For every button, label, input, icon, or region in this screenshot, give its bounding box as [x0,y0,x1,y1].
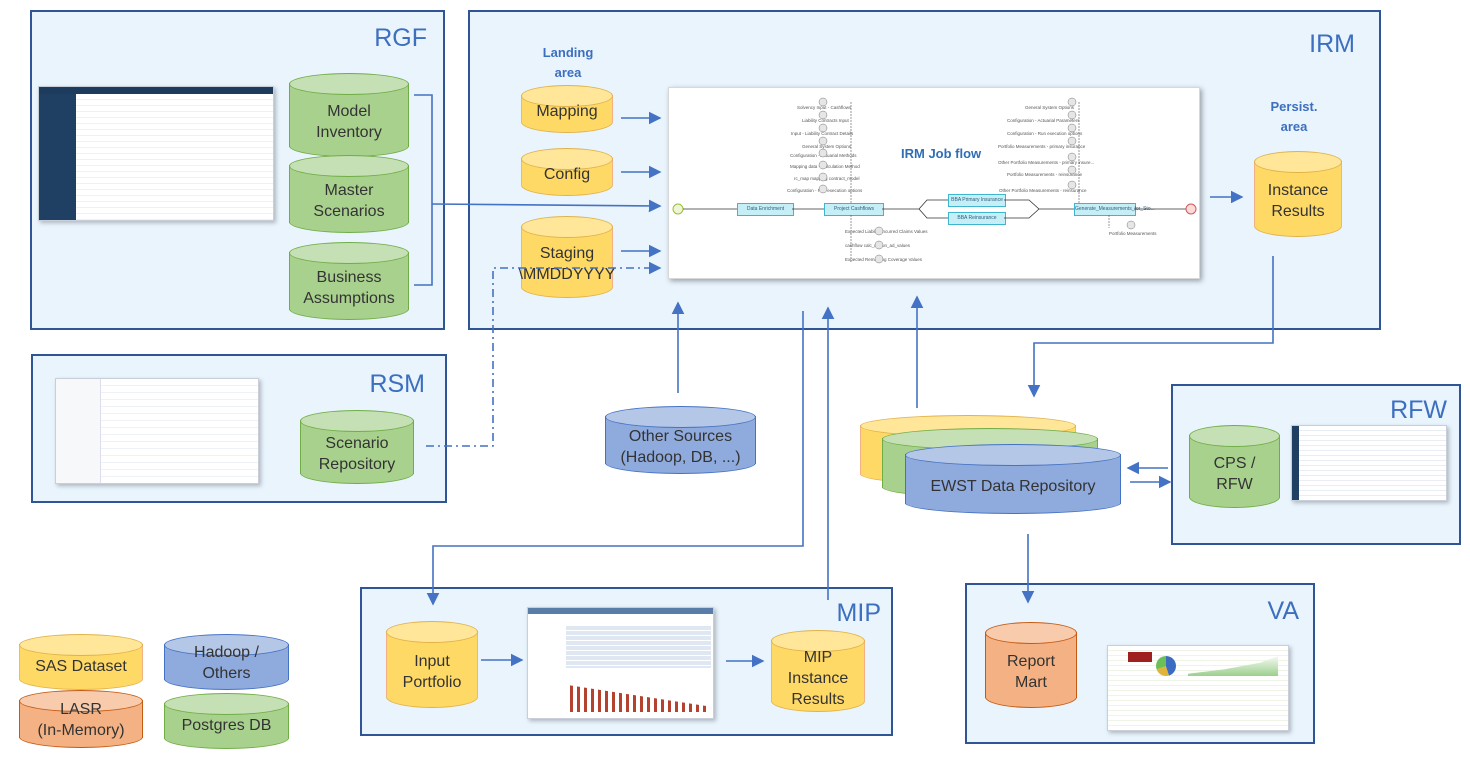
rgf-title: RGF [374,24,427,52]
flow-input-right: Other Portfolio Measurements - reinsuran… [999,188,1087,193]
master-scenarios-db: Master Scenarios [289,155,409,233]
instance-results-db: Instance Results [1254,151,1342,237]
other-sources-db: Other Sources (Hadoop, DB, ...) [605,406,756,474]
mip-screenshot [527,607,714,719]
cps-rfw-db: CPS / RFW [1189,425,1280,508]
rgf-screenshot [38,86,274,221]
irm-title: IRM [1309,30,1355,58]
rsm-screenshot [55,378,259,484]
report-mart-db: Report Mart [985,622,1077,708]
input-portfolio-db: Input Portfolio [386,621,478,708]
flow-input-right: Portfolio Measurements - reinsurance [1007,172,1083,177]
business-assumptions-db: Business Assumptions [289,242,409,320]
rfw-title: RFW [1390,396,1447,424]
flow-input-left: Liability Contracts Input [802,118,849,123]
flow-input-left: Input - Liability Contract Details [791,131,854,136]
rsm-title: RSM [369,370,425,398]
other-sources-label: Other Sources (Hadoop, DB, ...) [620,428,741,466]
model-inventory-label: Model Inventory [316,103,382,141]
legend-hadoop-others-label: Hadoop / Others [194,644,259,682]
staging-db: Staging \MMDDYYYY [518,216,616,298]
flow-connectors [672,97,1197,264]
scenario-repository-db: Scenario Repository [300,410,414,484]
staging-label: Staging \MMDDYYYY [518,245,616,283]
legend-postgres-db: Postgres DB [164,693,289,749]
flow-input-right: Configuration - Actuarial Parameters [1007,118,1080,123]
va-screenshot [1107,645,1289,731]
config-label: Config [543,165,591,183]
mip-title: MIP [836,599,881,627]
flow-input-right: Portfolio Measurements - primary insuran… [998,144,1086,149]
scenario-repository-label: Scenario Repository [318,435,396,473]
input-portfolio-label: Input Portfolio [402,652,462,691]
business-assumptions-label: Business Assumptions [303,269,395,307]
flow-input-left: Solvency Input - Cashflows [797,105,852,110]
flow-input-left: General System Options [802,144,852,149]
master-scenarios-label: Master Scenarios [313,182,385,220]
flow-node-bba-reinsurance: BBA Reinsurance [948,212,1006,225]
flow-output-right: Portfolio Measurements [1109,231,1157,236]
persist-area-label: Persist. area [1270,99,1318,134]
cps-rfw-label: CPS / RFW [1213,454,1256,493]
irm-job-flow-title: IRM Job flow [901,146,982,161]
flow-input-right: Configuration - Run execution options [1007,131,1083,136]
legend-postgres-db-label: Postgres DB [181,716,272,734]
model-inventory-db: Model Inventory [289,73,409,157]
ewst-data-repository-label: EWST Data Repository [930,477,1096,495]
ewst-data-repository-db: EWST Data Repository [905,444,1121,514]
mip-instance-results-label: MIP Instance Results [787,648,849,708]
mapping-label: Mapping [536,102,598,120]
flow-input-right: Other Portfolio Measurements - primary i… [998,160,1095,165]
config-db: Config [521,148,613,196]
irm-job-flow: IRM Job flow Data Enrichment Project Cas… [668,87,1200,279]
flow-node-data-enrichment: Data Enrichment [737,203,794,216]
flow-node-bba-primary: BBA Primary Insurance [948,194,1006,207]
flow-node-generate-measurements: Generate_Measurements_for_Sto... [1074,203,1155,216]
flow-node-project-cashflows: Project Cashflows [824,203,884,216]
mapping-db: Mapping [521,85,613,133]
rfw-screenshot [1291,425,1447,501]
legend-lasr-label: LASR (In-Memory) [37,701,125,739]
flow-output-left: Expected Remaining Coverage Values [845,257,922,262]
landing-area-label: Landing area [542,45,594,80]
mip-instance-results-db: MIP Instance Results [771,630,865,712]
va-title: VA [1267,597,1300,625]
legend-hadoop-others: Hadoop / Others [164,634,289,690]
instance-results-label: Instance Results [1267,182,1329,220]
legend-lasr: LASR (In-Memory) [19,690,143,748]
report-mart-label: Report Mart [1006,653,1056,691]
legend-sas-dataset: SAS Dataset [19,634,143,690]
flow-input-right: General System Options [1025,105,1075,110]
legend-sas-dataset-label: SAS Dataset [35,657,127,675]
flow-output-left: Expected Liability Incurred Claims Value… [845,229,928,234]
